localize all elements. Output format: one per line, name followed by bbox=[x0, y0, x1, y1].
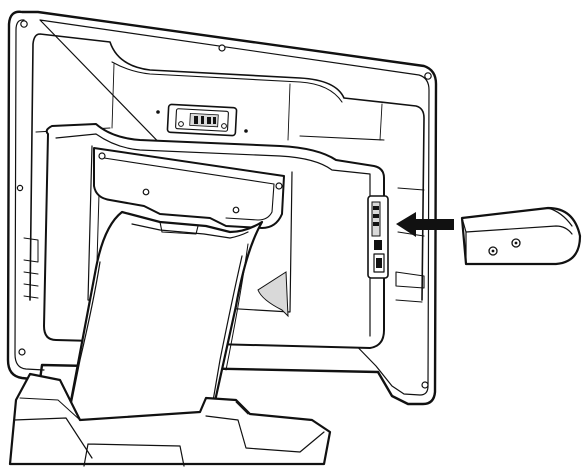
stand-bracket bbox=[93, 147, 285, 229]
corner-screw-bottom-left bbox=[18, 348, 26, 356]
corner-screw-top-left bbox=[20, 20, 28, 28]
corner-screw-bottom-right bbox=[421, 381, 429, 389]
top-screw bbox=[218, 44, 226, 52]
side-screw-left bbox=[16, 184, 24, 192]
label-plate bbox=[156, 103, 248, 137]
stand-neck bbox=[62, 210, 264, 444]
accessory-module bbox=[460, 206, 582, 266]
corner-screw-top-right bbox=[424, 72, 432, 80]
side-port bbox=[367, 195, 389, 279]
insert-arrow bbox=[396, 212, 454, 237]
stand-base bbox=[8, 372, 332, 467]
